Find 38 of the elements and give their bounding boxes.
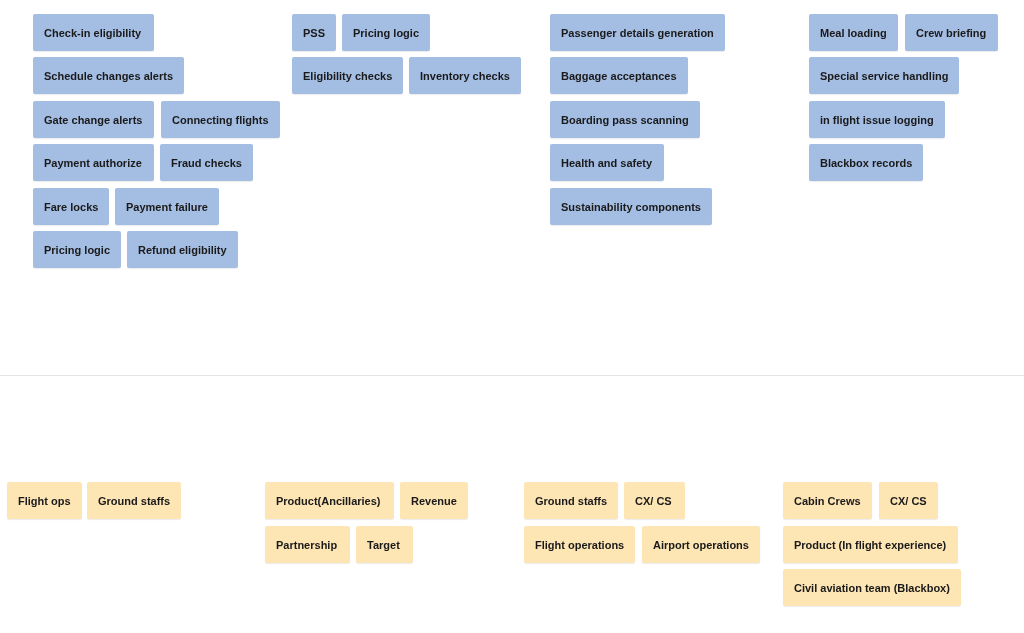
sticky-note: Civil aviation team (Blackbox) (783, 569, 961, 606)
sticky-note: Crew briefing (905, 14, 998, 51)
sticky-note: Refund eligibility (127, 231, 238, 268)
sticky-note: Inventory checks (409, 57, 521, 94)
sticky-note: Fare locks (33, 188, 110, 225)
sticky-note: CX/ CS (624, 482, 685, 519)
sticky-note: Cabin Crews (783, 482, 872, 519)
sticky-note: Schedule changes alerts (33, 57, 184, 94)
sticky-note: Payment authorize (33, 144, 154, 181)
sticky-note: Product(Ancillaries) (265, 482, 394, 519)
sticky-note: Payment failure (115, 188, 219, 225)
sticky-note: Meal loading (809, 14, 898, 51)
sticky-note: Pricing logic (33, 231, 121, 268)
sticky-note: in flight issue logging (809, 101, 945, 138)
sticky-note: Target (356, 526, 413, 563)
sticky-note: Special service handling (809, 57, 960, 94)
sticky-note: Gate change alerts (33, 101, 154, 138)
sticky-note: Ground staffs (87, 482, 182, 519)
sticky-note: Eligibility checks (292, 57, 404, 94)
sticky-note: Check-in eligibility (33, 14, 154, 51)
sticky-note: Fraud checks (160, 144, 253, 181)
sticky-note: Passenger details generation (550, 14, 725, 51)
sticky-note: Pricing logic (342, 14, 430, 51)
sticky-note: Baggage acceptances (550, 57, 688, 94)
sticky-note: Connecting flights (161, 101, 280, 138)
sticky-note: CX/ CS (879, 482, 938, 519)
sticky-note: Flight operations (524, 526, 636, 563)
sticky-note: PSS (292, 14, 336, 51)
sticky-note: Flight ops (7, 482, 82, 519)
sticky-note: Revenue (400, 482, 468, 519)
sticky-note: Ground staffs (524, 482, 619, 519)
sticky-note: Product (In flight experience) (783, 526, 958, 563)
sticky-note: Health and safety (550, 144, 664, 181)
sticky-note: Sustainability components (550, 188, 712, 225)
sticky-note: Blackbox records (809, 144, 924, 181)
sticky-note: Airport operations (642, 526, 760, 563)
sticky-note: Partnership (265, 526, 350, 563)
sticky-note: Boarding pass scanning (550, 101, 700, 138)
